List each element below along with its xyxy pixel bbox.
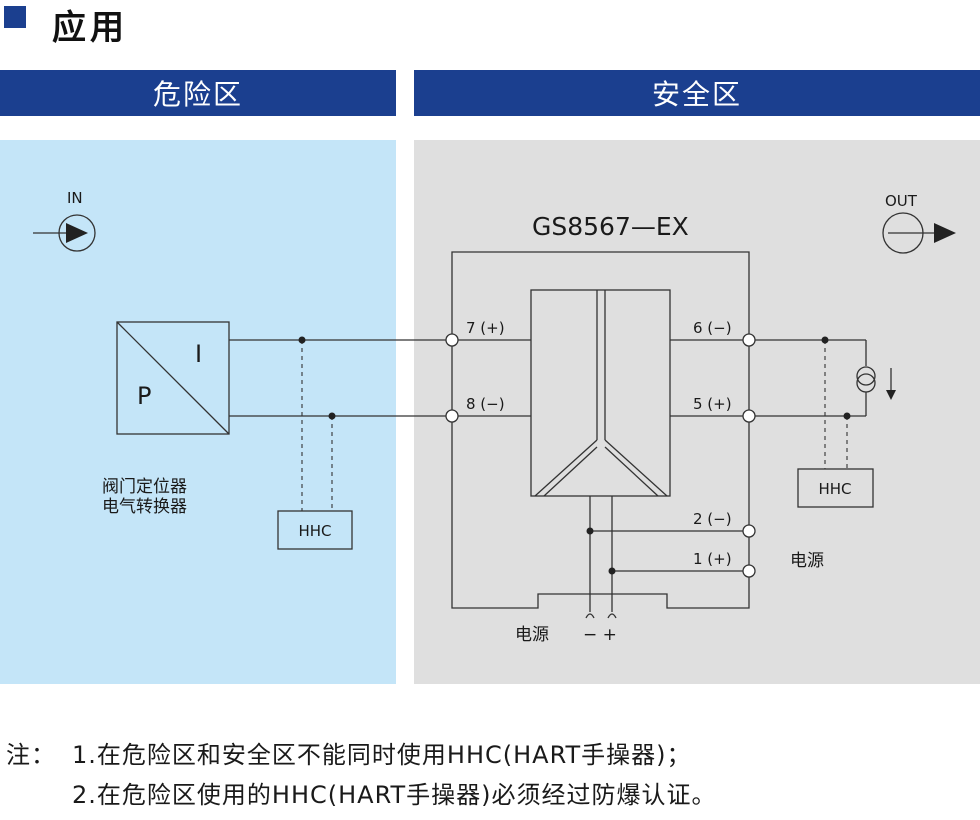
terminal-6 [742, 333, 756, 347]
heading-square-icon [4, 6, 26, 28]
safe-zone-area [414, 140, 980, 684]
power-polarity: − + [583, 625, 617, 645]
power-label-right: 电源 [790, 551, 824, 571]
power-label-bottom: 电源 [515, 625, 549, 645]
output-arrowhead [934, 223, 956, 243]
terminal-2-label: 2 (−) [693, 510, 732, 528]
input-arrowhead [66, 223, 88, 243]
hhc-label-left: HHC [298, 522, 331, 540]
converter-name-line1: 阀门定位器 [102, 477, 187, 497]
terminal-5 [742, 409, 756, 423]
input-arrow-icon [33, 214, 96, 252]
output-label: OUT [885, 192, 918, 210]
isolation-block [530, 289, 671, 497]
module-outline [451, 251, 750, 609]
hazard-zone-header: 危险区 [0, 70, 396, 116]
terminal-8-label: 8 (−) [466, 395, 505, 413]
page-title: 应用 [52, 8, 128, 48]
terminal-5-label: 5 (+) [693, 395, 732, 413]
hhc-box-right [797, 468, 874, 508]
terminal-7-label: 7 (+) [466, 319, 505, 337]
converter-box [116, 321, 230, 435]
hhc-box-left [277, 510, 353, 550]
device-model: GS8567—EX [532, 212, 689, 241]
converter-name-line2: 电气转换器 [102, 497, 187, 517]
converter-letter-i: I [195, 340, 202, 368]
current-source-icon [856, 366, 876, 393]
converter-diagonal [116, 321, 230, 435]
terminal-1 [742, 564, 756, 578]
safe-zone-header: 安全区 [414, 70, 980, 116]
terminal-1-label: 1 (+) [693, 550, 732, 568]
converter-letter-p: P [137, 382, 151, 410]
terminal-2 [742, 524, 756, 538]
terminal-6-label: 6 (−) [693, 319, 732, 337]
note-line-1: 1.在危险区和安全区不能同时使用HHC(HART手操器)； [72, 741, 692, 769]
hhc-label-right: HHC [818, 480, 851, 498]
input-label: IN [67, 189, 83, 207]
note-line-2: 2.在危险区使用的HHC(HART手操器)必须经过防爆认证。 [72, 781, 717, 809]
terminal-8 [445, 409, 459, 423]
terminal-7 [445, 333, 459, 347]
note-prefix: 注： [6, 741, 56, 769]
output-arrow-icon [882, 212, 936, 254]
